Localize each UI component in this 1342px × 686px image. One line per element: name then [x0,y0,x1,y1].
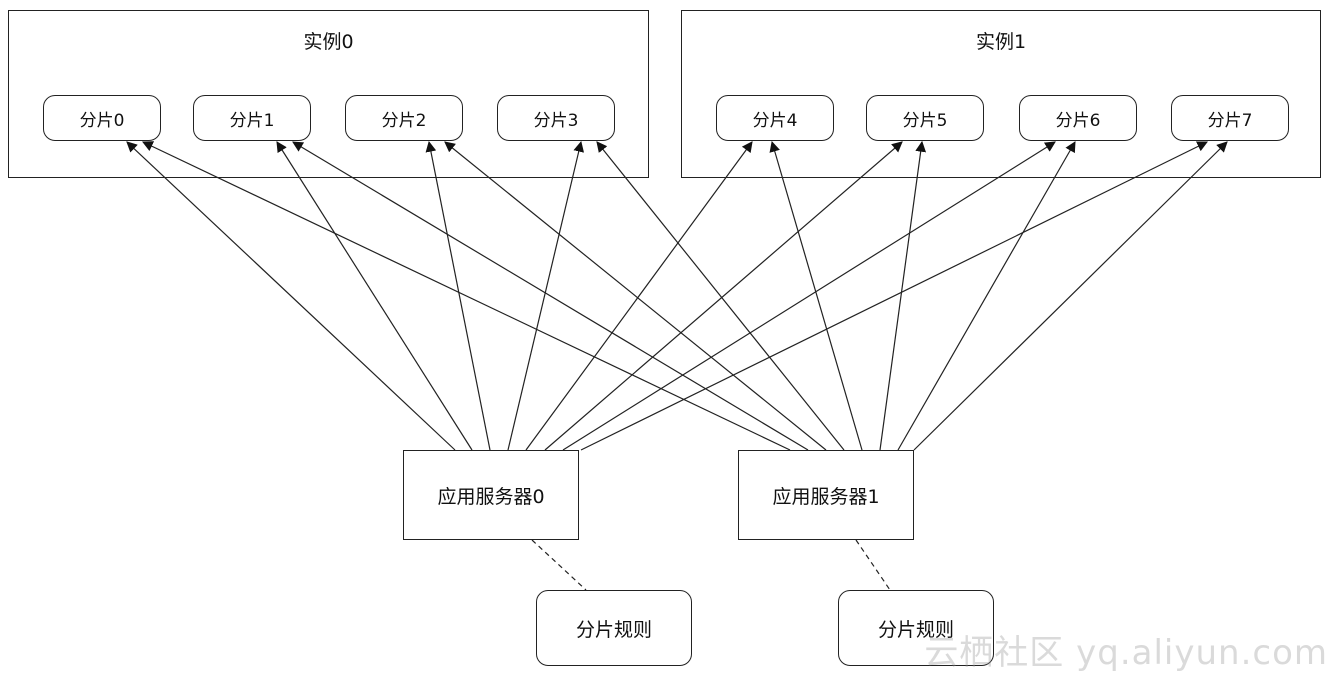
dashed-server1-rule [855,539,891,591]
shard-5: 分片5 [866,95,984,141]
app-server-0: 应用服务器0 [403,450,579,540]
shard-3: 分片3 [497,95,615,141]
shard-6: 分片6 [1019,95,1137,141]
instance-1-title: 实例1 [975,31,1027,53]
edge-server1-shard3 [596,141,845,451]
edge-server1-shard0 [142,141,791,451]
app-server-1: 应用服务器1 [738,450,914,540]
edge-server0-shard4 [525,141,753,451]
edge-server1-shard1 [292,141,809,451]
edge-server1-shard7 [913,141,1228,451]
instance-0-box: 实例0 [8,10,649,178]
edge-server0-shard3 [507,140,585,451]
edge-server1-shard5 [879,140,927,451]
shard-0: 分片0 [43,95,161,141]
edge-server1-shard6 [897,141,1076,451]
edge-server0-shard2 [425,140,491,451]
edge-server0-shard0 [126,141,456,451]
shard-7: 分片7 [1171,95,1289,141]
edge-server0-shard5 [544,141,903,451]
edge-server0-shard1 [276,141,473,451]
edge-server0-shard7 [580,141,1208,451]
edge-server1-shard2 [444,141,827,451]
shard-4: 分片4 [716,95,834,141]
instance-1-box: 实例1 [681,10,1321,178]
shard-1: 分片1 [193,95,311,141]
edge-server0-shard6 [562,141,1056,451]
shard-2: 分片2 [345,95,463,141]
sharding-rule-0: 分片规则 [536,590,692,666]
edge-server1-shard4 [769,140,863,451]
dashed-server0-rule [531,539,587,591]
instance-0-title: 实例0 [303,31,354,53]
sharding-rule-1: 分片规则 [838,590,994,666]
